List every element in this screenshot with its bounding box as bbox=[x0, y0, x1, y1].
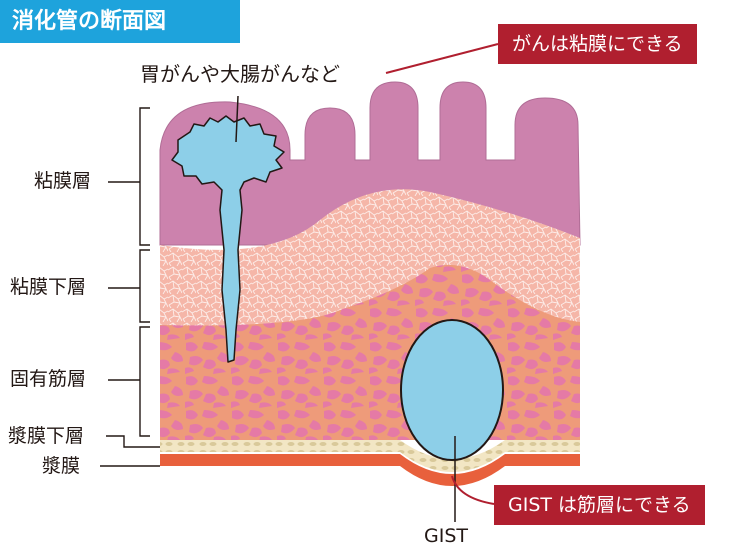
diagram-title: 消化管の断面図 bbox=[0, 0, 240, 43]
layer-label-mucosa: 粘膜層 bbox=[34, 170, 92, 192]
mucosa-cancer-callout: がんは粘膜にできる bbox=[498, 24, 697, 64]
gist-tumor bbox=[400, 319, 504, 461]
layer-label-submucosa: 粘膜下層 bbox=[10, 276, 87, 298]
layer-brackets bbox=[100, 107, 160, 467]
gist-label: GIST bbox=[424, 525, 468, 547]
cancer-tumor bbox=[171, 115, 285, 363]
layer-label-subserosa: 漿膜下層 bbox=[8, 425, 85, 447]
layer-label-muscularis: 固有筋層 bbox=[10, 368, 87, 390]
leader-lines bbox=[235, 43, 499, 522]
cancer-label: 胃がんや大腸がんなど bbox=[140, 62, 340, 86]
gist-location-callout: GIST は筋層にできる bbox=[494, 485, 705, 525]
serosa-layer bbox=[160, 454, 580, 486]
subserosa-layer bbox=[160, 440, 580, 472]
layer-label-serosa: 漿膜 bbox=[42, 455, 81, 477]
